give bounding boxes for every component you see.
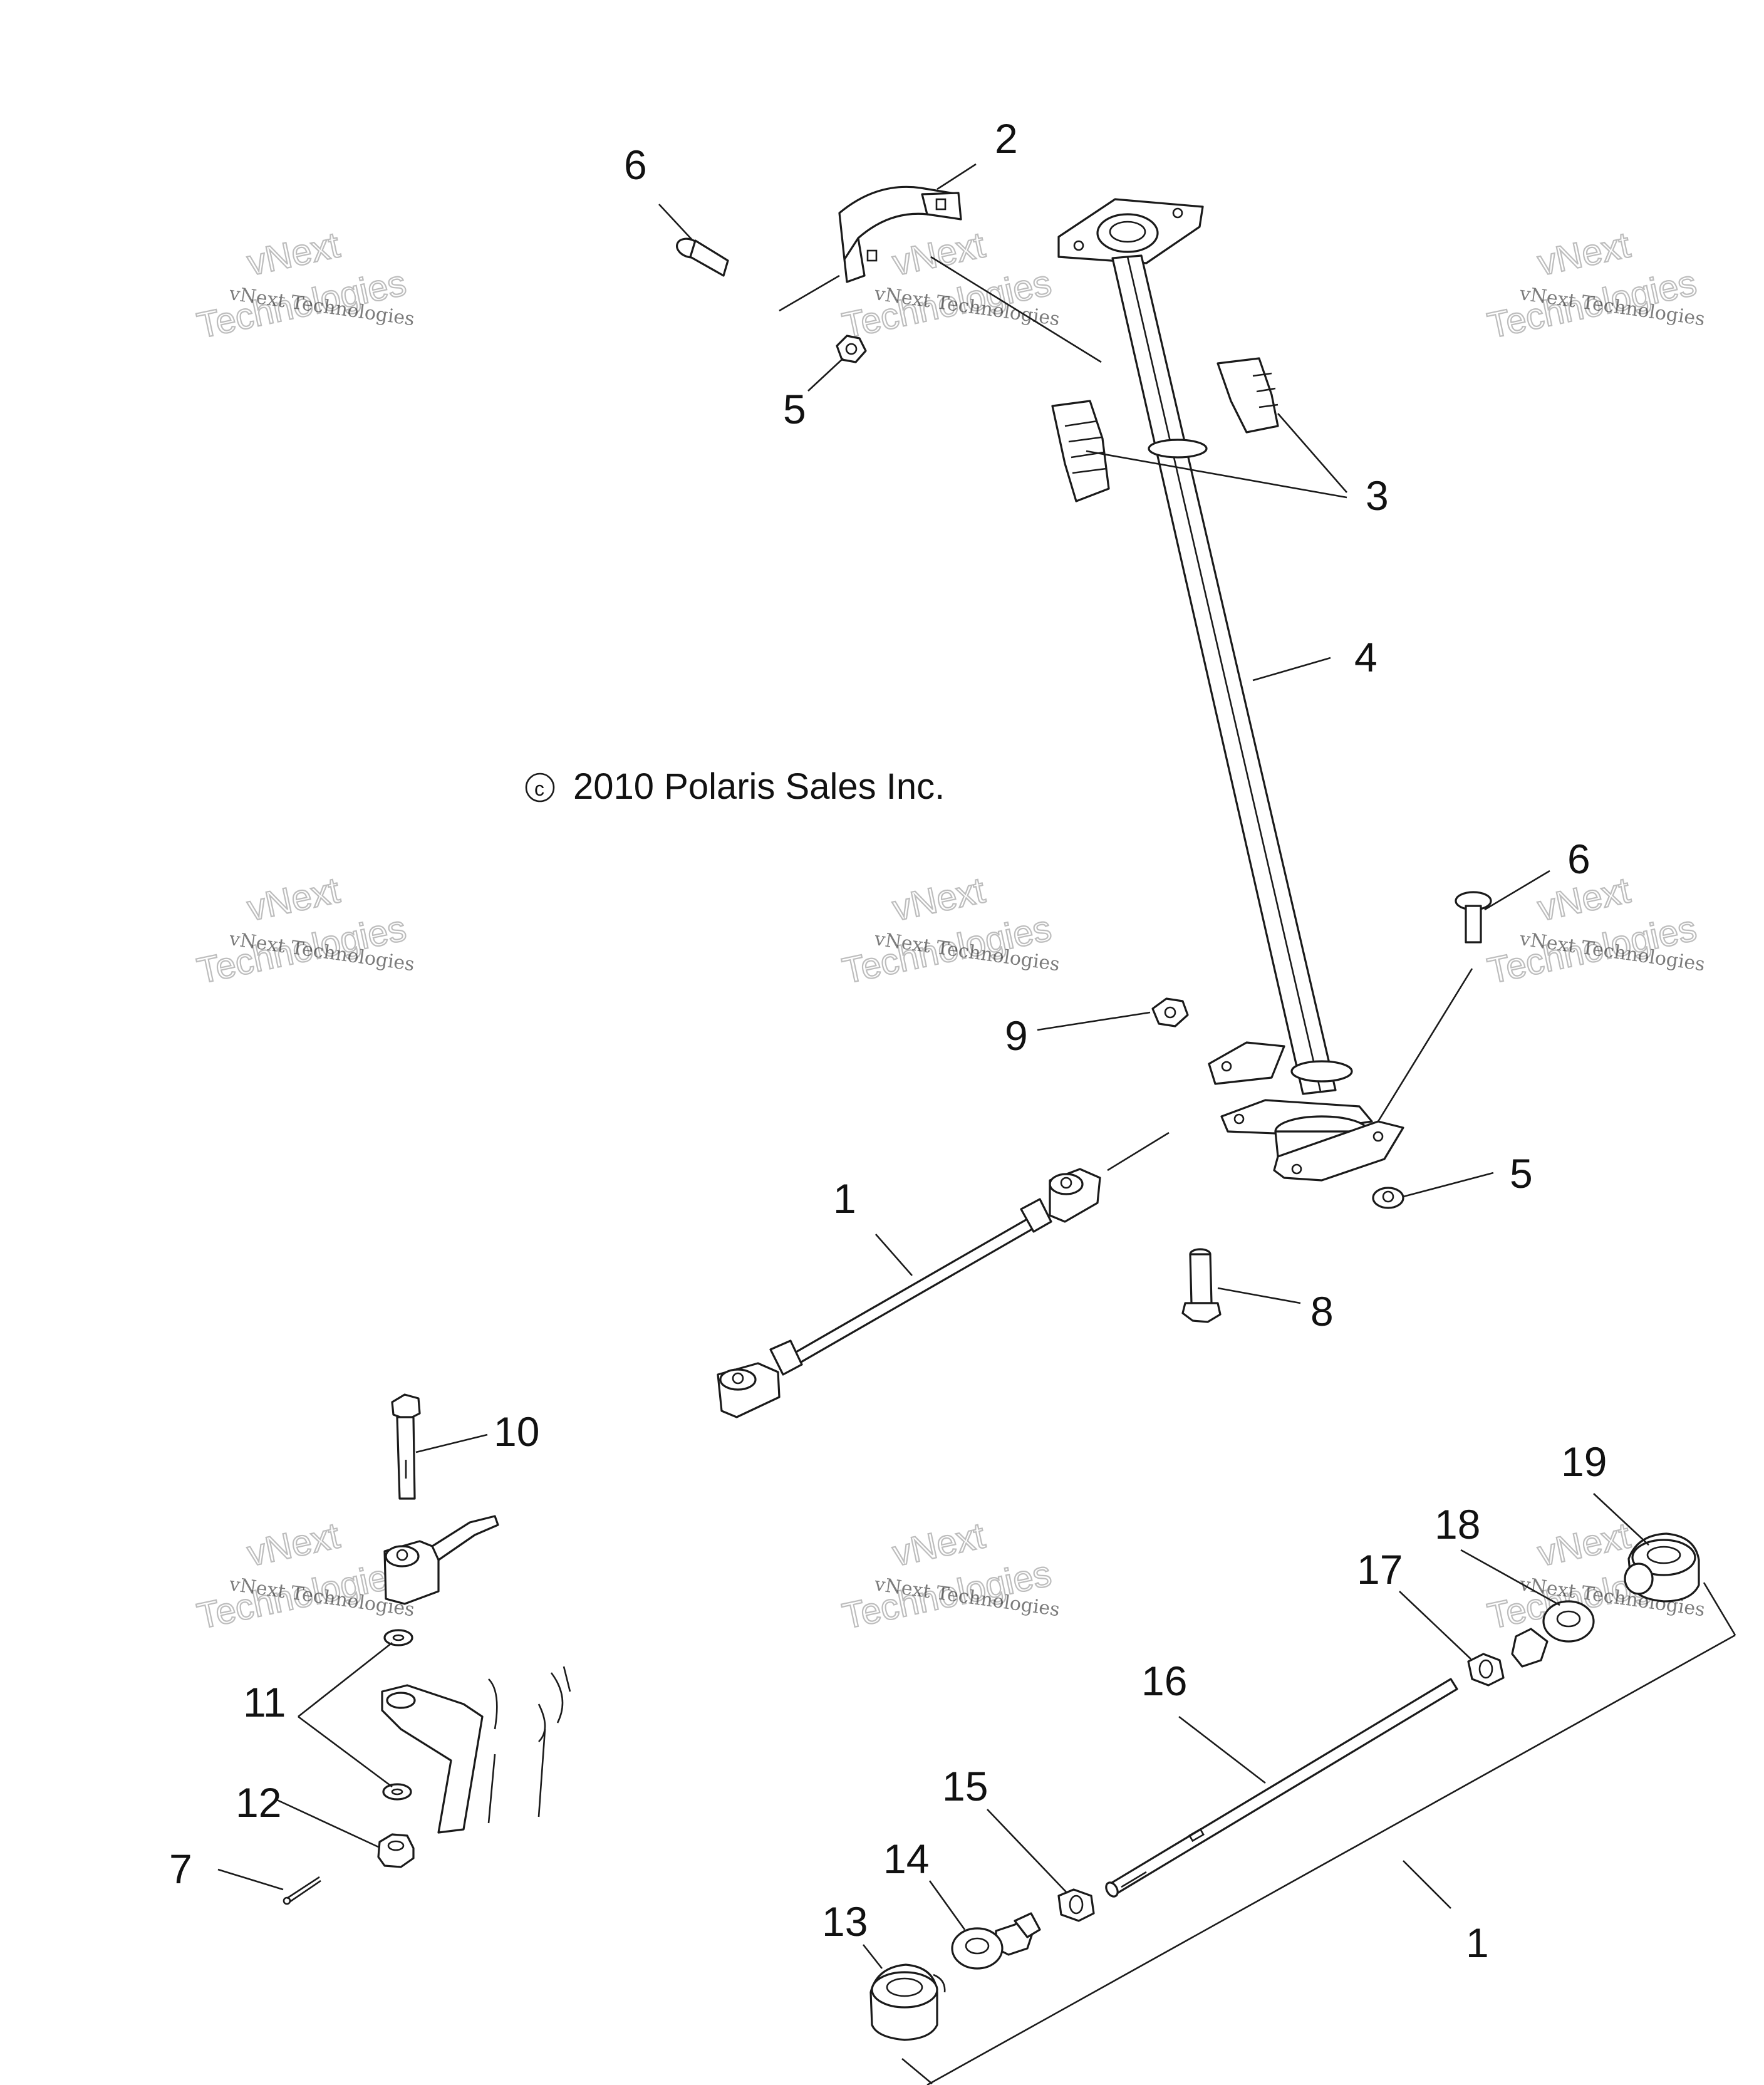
callout-17: 17 xyxy=(1357,1546,1403,1593)
svg-text:vNext: vNext xyxy=(889,1515,988,1574)
svg-text:vNext: vNext xyxy=(1534,1515,1634,1574)
part-14-rod-end xyxy=(951,1912,1041,1970)
part-15-jam-nut xyxy=(1057,1888,1095,1922)
tie-rod-end-lower-left xyxy=(383,1515,499,1605)
callout-14: 14 xyxy=(883,1836,929,1882)
svg-text:vNext: vNext xyxy=(244,1515,343,1574)
callout-2: 2 xyxy=(995,115,1018,162)
watermark-low-center: vNext Technologies vNext Technologies xyxy=(838,1514,1061,1638)
svg-text:vNext: vNext xyxy=(889,870,988,928)
callout-19: 19 xyxy=(1561,1438,1607,1485)
part-6-bolt-lower xyxy=(1455,891,1492,944)
callout-1-lower: 1 xyxy=(1466,1920,1489,1966)
callout-10: 10 xyxy=(494,1408,539,1455)
watermark-low-left: vNext Technologies vNext Technologies xyxy=(193,1514,416,1638)
watermark-mid-right: vNext Technologies vNext Technologies xyxy=(1483,869,1706,992)
part-1-tie-rod-assembly xyxy=(717,1168,1101,1418)
watermark-mid-center: vNext Technologies vNext Technologies xyxy=(838,869,1061,992)
copyright-notice: c 2010 Polaris Sales Inc. xyxy=(525,766,945,807)
copyright-text: 2010 Polaris Sales Inc. xyxy=(573,766,945,807)
callout-1-upper: 1 xyxy=(833,1175,856,1222)
callout-9: 9 xyxy=(1005,1012,1028,1059)
callout-labels: 6 2 5 3 4 6 9 5 1 8 10 19 18 17 16 11 15… xyxy=(169,115,1607,1966)
svg-text:vNext: vNext xyxy=(889,224,988,283)
svg-text:vNext: vNext xyxy=(244,224,343,283)
part-4-steering-post xyxy=(1057,198,1404,1182)
callout-15: 15 xyxy=(942,1763,988,1809)
part-16-rod xyxy=(1105,1678,1458,1898)
svg-text:vNext: vNext xyxy=(244,870,343,928)
callout-5-upper: 5 xyxy=(783,386,806,432)
part-3-bushings xyxy=(1051,357,1279,502)
part-2-clamp xyxy=(838,185,962,283)
part-7-cotter-pin xyxy=(283,1876,321,1905)
callout-18: 18 xyxy=(1435,1501,1480,1547)
part-11-washers xyxy=(382,1629,413,1801)
part-5-nut-lower xyxy=(1372,1187,1404,1209)
callout-12: 12 xyxy=(236,1779,281,1826)
callout-6-upper: 6 xyxy=(624,142,647,188)
callout-5-lower: 5 xyxy=(1510,1150,1533,1197)
leader-lines xyxy=(217,163,1736,2085)
callout-11: 11 xyxy=(243,1679,286,1725)
part-17-jam-nut xyxy=(1467,1653,1505,1687)
callout-4: 4 xyxy=(1354,634,1377,680)
callout-6-lower: 6 xyxy=(1567,836,1590,882)
callout-7: 7 xyxy=(169,1846,192,1892)
part-13-rod-end-housing xyxy=(869,1963,946,2041)
part-18-rod-end xyxy=(1511,1600,1595,1668)
part-8-bolt xyxy=(1181,1248,1222,1323)
part-9-nut xyxy=(1151,997,1189,1027)
watermark-top-right: vNext Technologies vNext Technologies xyxy=(1483,224,1706,347)
callout-13: 13 xyxy=(822,1898,868,1945)
part-19-rod-end-housing xyxy=(1624,1532,1700,1603)
watermark-mid-left: vNext Technologies vNext Technologies xyxy=(193,869,416,992)
callout-16: 16 xyxy=(1141,1658,1187,1704)
watermark-top-center: vNext Technologies vNext Technologies xyxy=(838,224,1061,347)
svg-text:vNext: vNext xyxy=(1534,224,1634,283)
watermark-top-left: vNext Technologies vNext Technologies xyxy=(193,224,416,347)
svg-text:c: c xyxy=(534,777,544,800)
part-10-bolt xyxy=(391,1393,421,1500)
callout-3: 3 xyxy=(1366,472,1389,519)
copyright-symbol-icon xyxy=(525,772,555,803)
steering-arm-bracket xyxy=(381,1666,571,1834)
part-12-nut xyxy=(377,1833,415,1868)
callout-8: 8 xyxy=(1310,1288,1334,1334)
part-6-bolt-upper xyxy=(676,237,729,277)
